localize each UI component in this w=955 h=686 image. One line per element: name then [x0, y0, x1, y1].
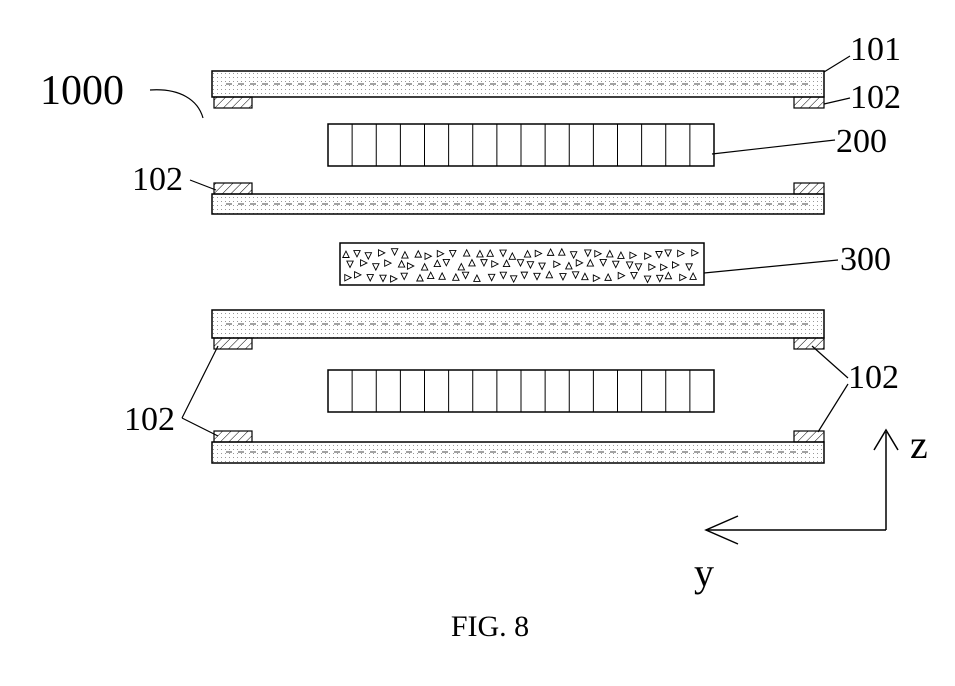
leader-102-left-b: [182, 418, 218, 436]
spacer-102-low-left-top: [214, 338, 252, 349]
spacer-102-mid-right: [794, 183, 824, 194]
plate-middle: [212, 194, 824, 214]
label-102-right-bottom: 102: [848, 359, 899, 396]
axis-y-label: y: [694, 550, 714, 595]
figure-caption: FIG. 8: [451, 610, 529, 643]
leader-102-top: [824, 98, 850, 104]
label-1000: 1000: [40, 68, 124, 114]
label-300: 300: [840, 241, 891, 278]
leader-101: [824, 56, 850, 72]
spacer-102-low-right-top: [794, 338, 824, 349]
particle-layer-300: [340, 243, 704, 285]
plate-lower-top: [212, 310, 824, 338]
spacer-102-mid-left: [214, 183, 252, 194]
spacer-102-low-right-bottom: [794, 431, 824, 442]
label-101: 101: [850, 31, 901, 68]
grid-lower: [328, 370, 714, 412]
leader-102-right-b: [818, 384, 848, 432]
grid-200: [328, 124, 714, 166]
spacer-102-top-right: [794, 97, 824, 108]
leader-300: [704, 260, 838, 273]
leader-102-right-a: [812, 346, 848, 378]
label-102-left-bottom: 102: [124, 401, 175, 438]
leader-200: [712, 140, 835, 154]
leader-1000: [150, 90, 203, 118]
spacer-102-top-left: [214, 97, 252, 108]
leader-102-left-a: [182, 346, 218, 418]
label-102-mid: 102: [132, 161, 183, 198]
plate-101: [212, 71, 824, 97]
spacer-102-low-left-bottom: [214, 431, 252, 442]
label-102-top: 102: [850, 79, 901, 116]
leader-102-mid: [190, 180, 216, 190]
axis-z-label: z: [910, 422, 928, 467]
label-200: 200: [836, 123, 887, 160]
plate-bottom: [212, 442, 824, 463]
